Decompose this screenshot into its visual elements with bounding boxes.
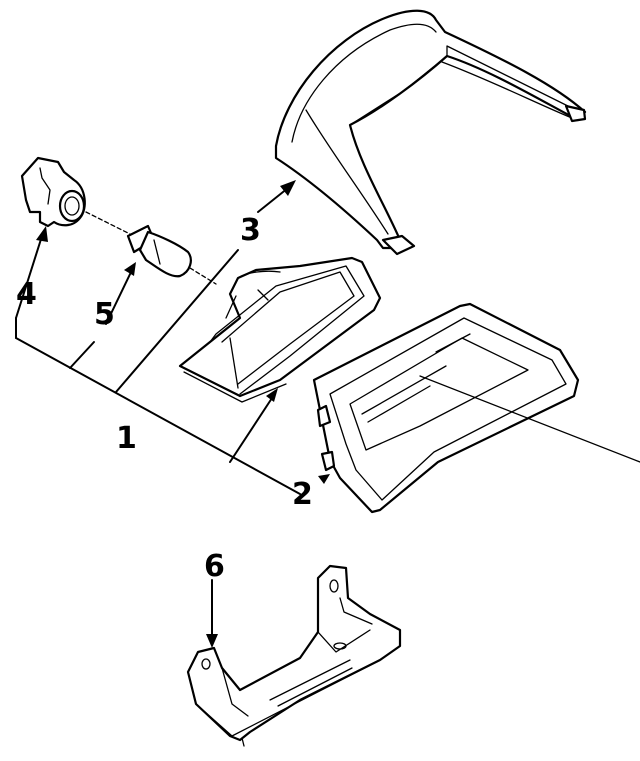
bulb-socket <box>20 156 131 235</box>
callout-5: 5 <box>94 297 115 332</box>
leader-lines <box>15 180 330 648</box>
reflector-assembly <box>178 256 382 403</box>
mounting-bracket <box>186 564 402 747</box>
callout-1: 1 <box>116 421 137 456</box>
lamp-lens <box>312 302 640 514</box>
callout-3: 3 <box>240 213 261 248</box>
callout-6: 6 <box>204 549 225 584</box>
callout-4: 4 <box>16 277 37 312</box>
callout-2: 2 <box>292 477 313 512</box>
housing-cover <box>274 9 587 256</box>
wedge-bulb <box>126 224 217 285</box>
